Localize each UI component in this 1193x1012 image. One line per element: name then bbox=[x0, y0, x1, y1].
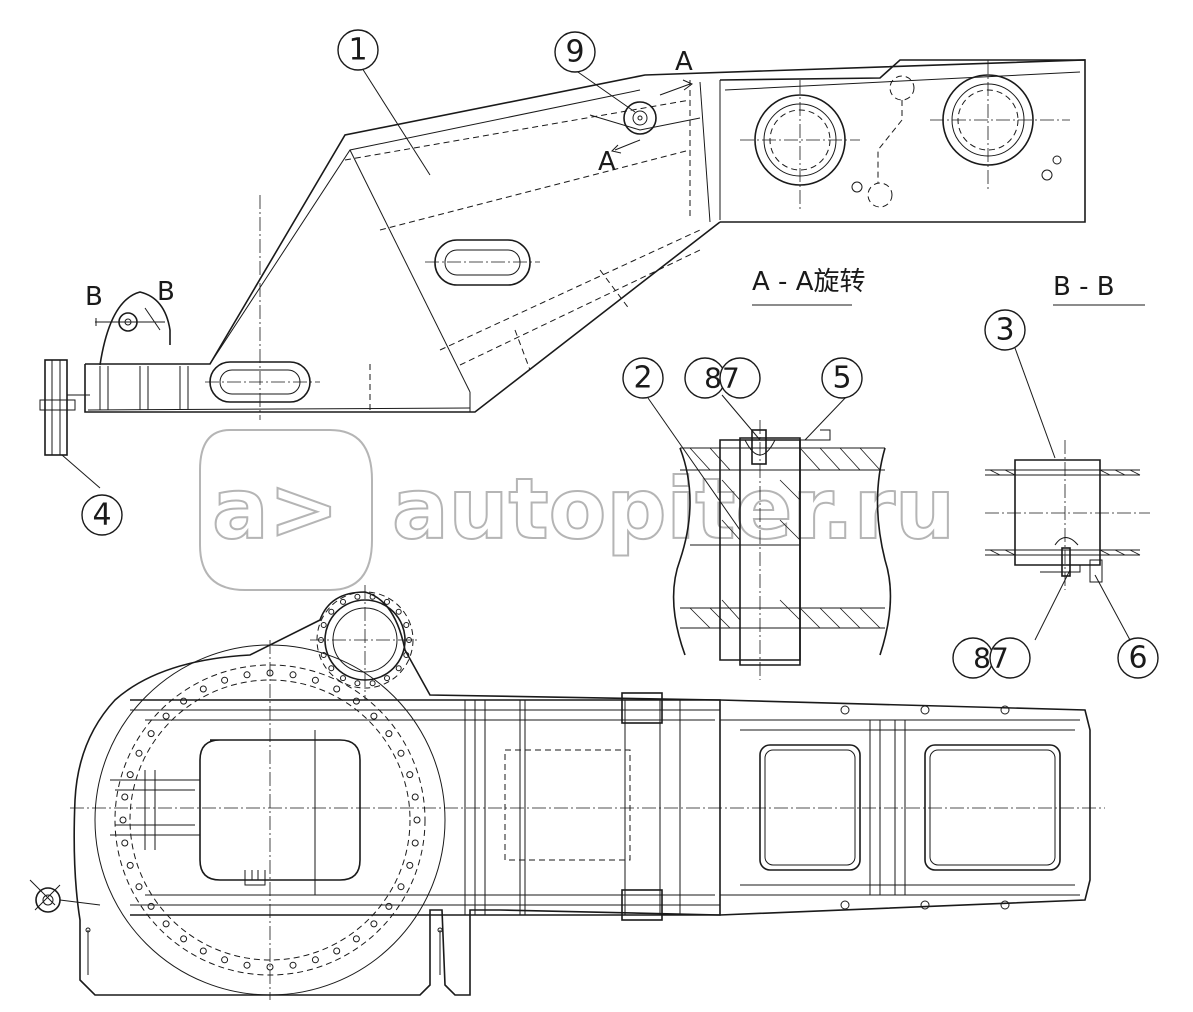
bolt-hole bbox=[369, 680, 376, 687]
callout-87-top: 87 bbox=[684, 357, 761, 399]
svg-text:9: 9 bbox=[565, 35, 584, 70]
bolt-hole bbox=[333, 685, 341, 693]
bolt-hole bbox=[352, 697, 360, 705]
bolt-hole bbox=[199, 685, 207, 693]
section-marker-b-right: B bbox=[157, 277, 175, 307]
svg-text:4: 4 bbox=[92, 498, 111, 533]
svg-text:6: 6 bbox=[1128, 641, 1147, 676]
bolt-hole bbox=[162, 712, 170, 720]
bolt-hole bbox=[119, 816, 127, 824]
bolt-hole bbox=[384, 598, 390, 605]
bolt-hole bbox=[320, 652, 327, 658]
bolt-hole bbox=[221, 676, 229, 684]
bolt-hole bbox=[340, 675, 346, 682]
bolt-hole bbox=[397, 883, 405, 891]
bolt-hole bbox=[126, 861, 134, 869]
watermark-text: autopiter.ru bbox=[392, 460, 955, 558]
callout-3: 3 bbox=[984, 309, 1026, 351]
bolt-hole bbox=[370, 712, 378, 720]
bolt-hole bbox=[369, 593, 376, 600]
bolt-hole bbox=[406, 637, 412, 643]
bolt-hole bbox=[354, 680, 361, 687]
callout-2: 2 bbox=[622, 357, 664, 399]
bolt-hole bbox=[135, 749, 143, 757]
bolt-hole bbox=[328, 665, 335, 672]
svg-text:87: 87 bbox=[704, 362, 740, 395]
bolt-hole bbox=[243, 961, 251, 969]
bolt-hole bbox=[406, 861, 414, 869]
bolt-hole bbox=[333, 947, 341, 955]
section-marker-a-top: A bbox=[675, 47, 693, 77]
leader-lines bbox=[61, 67, 1131, 641]
bolt-hole bbox=[403, 652, 410, 658]
bolt-hole bbox=[266, 963, 274, 971]
bolt-hole bbox=[121, 793, 129, 801]
bolt-hole bbox=[406, 771, 414, 779]
section-aa-title: A - A旋转 bbox=[752, 267, 865, 297]
svg-text:1: 1 bbox=[348, 33, 367, 68]
svg-text:5: 5 bbox=[832, 361, 851, 396]
section-marker-a-side: A bbox=[598, 147, 616, 177]
svg-text:3: 3 bbox=[995, 313, 1014, 348]
bolt-hole bbox=[352, 935, 360, 943]
bolt-hole bbox=[147, 902, 155, 910]
bolt-hole bbox=[147, 730, 155, 738]
section-a-a bbox=[672, 420, 892, 680]
section-bb-title: B - B bbox=[1053, 272, 1115, 302]
callout-4: 4 bbox=[81, 494, 123, 536]
bolt-hole bbox=[243, 671, 251, 679]
bolt-hole bbox=[180, 697, 188, 705]
bolt-hole bbox=[221, 956, 229, 964]
bolt-hole bbox=[354, 593, 361, 600]
bolt-hole bbox=[340, 598, 346, 605]
bolt-hole bbox=[311, 676, 319, 684]
callout-87-bottom: 87 bbox=[952, 637, 1031, 679]
bolt-hole bbox=[135, 883, 143, 891]
bolt-hole bbox=[199, 947, 207, 955]
bolt-hole bbox=[266, 669, 274, 677]
bolt-hole bbox=[126, 771, 134, 779]
bolt-hole bbox=[370, 920, 378, 928]
watermark: a> autopiter.ru bbox=[199, 429, 956, 591]
bolt-hole bbox=[180, 935, 188, 943]
boom-side-view bbox=[39, 59, 1086, 456]
bolt-hole bbox=[413, 816, 421, 824]
bolt-hole bbox=[162, 920, 170, 928]
svg-text:87: 87 bbox=[973, 642, 1009, 675]
bolt-hole bbox=[289, 671, 297, 679]
bolt-hole bbox=[385, 902, 393, 910]
bolt-hole bbox=[311, 956, 319, 964]
svg-text:2: 2 bbox=[633, 361, 652, 396]
bolt-hole bbox=[289, 961, 297, 969]
bolt-hole bbox=[411, 839, 419, 847]
bolt-hole bbox=[395, 608, 402, 615]
bolt-hole bbox=[385, 730, 393, 738]
bolt-hole bbox=[403, 622, 410, 628]
plan-view bbox=[29, 585, 1105, 1000]
bolt-hole bbox=[411, 793, 419, 801]
watermark-logo: a> bbox=[212, 460, 339, 558]
callout-1: 1 bbox=[337, 29, 379, 71]
section-marker-b-left: B bbox=[85, 282, 103, 312]
bolt-hole bbox=[395, 665, 402, 672]
bolt-hole bbox=[328, 608, 335, 615]
bolt-circle bbox=[119, 593, 421, 971]
bolt-hole bbox=[397, 749, 405, 757]
callout-9: 9 bbox=[554, 31, 596, 73]
bolt-hole bbox=[320, 622, 327, 628]
callout-6: 6 bbox=[1117, 637, 1159, 679]
section-b-b bbox=[985, 440, 1150, 590]
callout-5: 5 bbox=[821, 357, 863, 399]
bolt-hole bbox=[121, 839, 129, 847]
bolt-hole bbox=[384, 675, 390, 682]
bolt-hole bbox=[318, 637, 324, 643]
